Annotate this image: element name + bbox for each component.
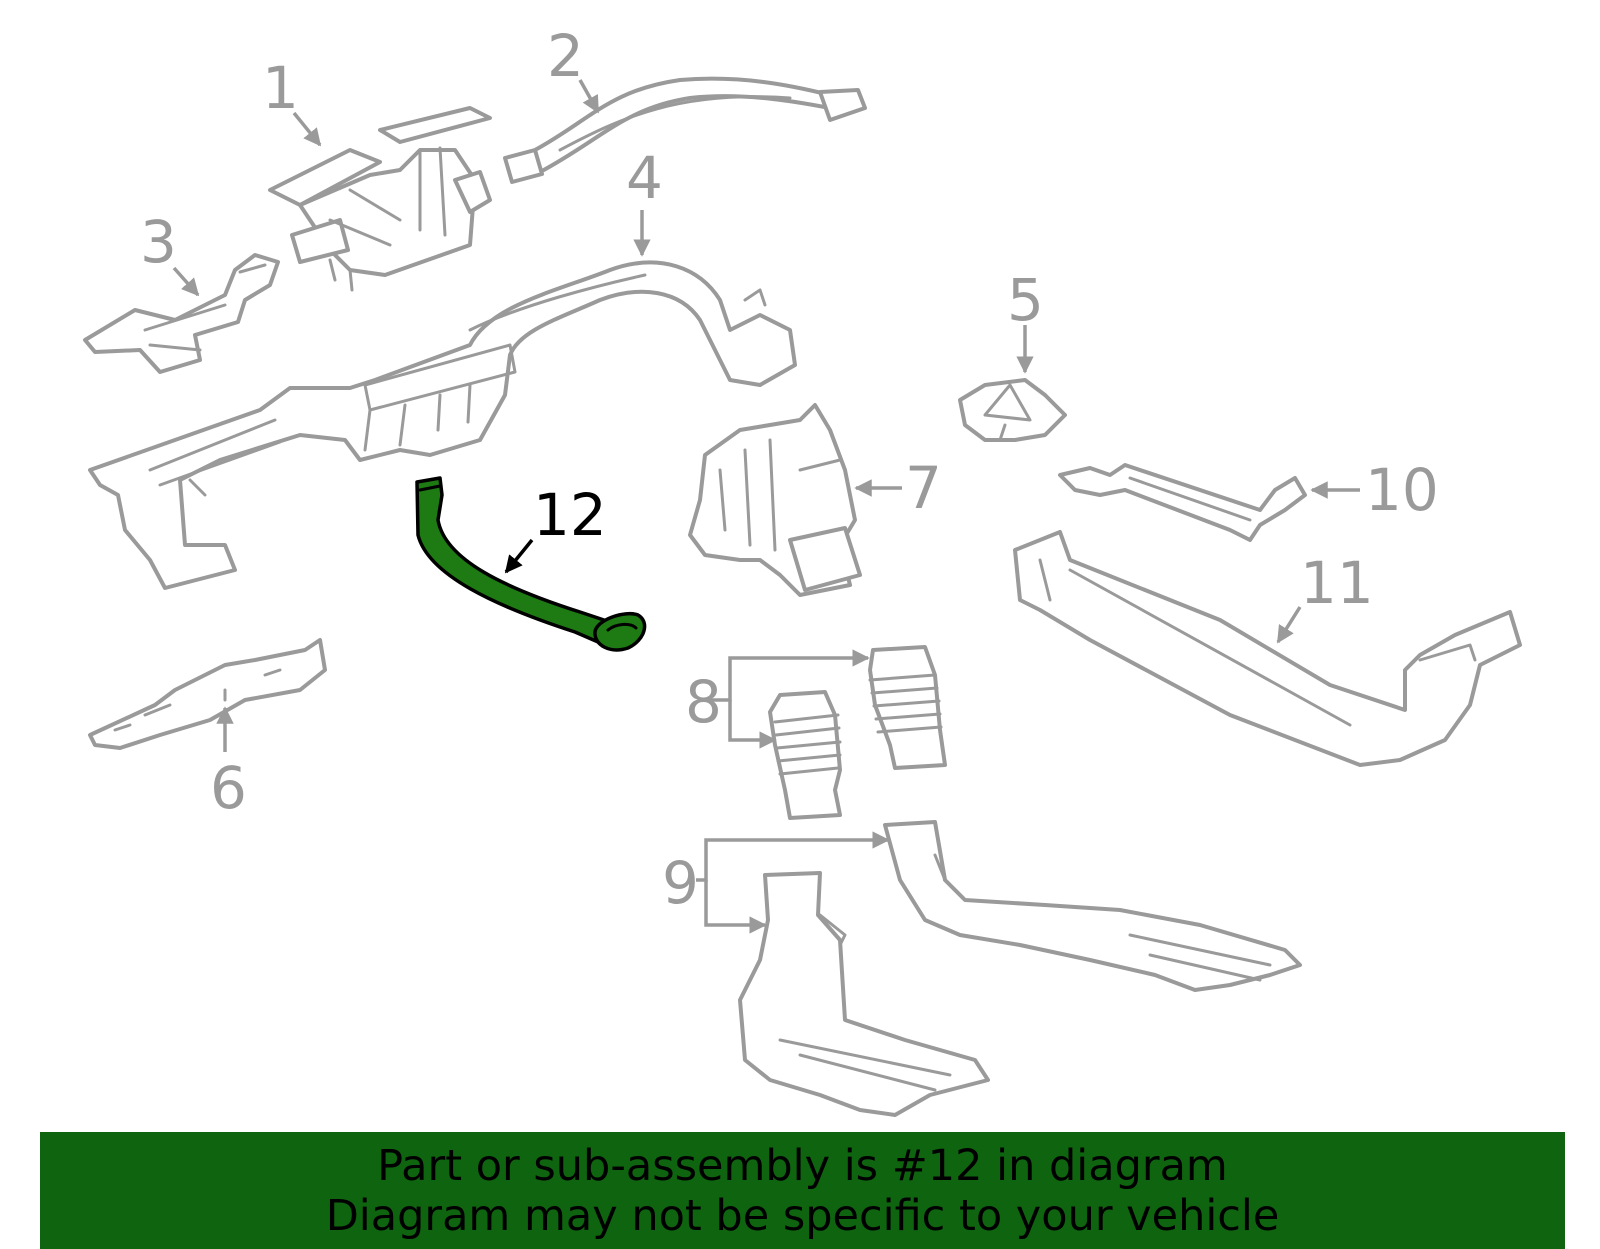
part-8-bellows-hoses <box>768 645 947 820</box>
callout-4: 4 <box>626 144 663 212</box>
part-4-main-duct <box>88 260 797 590</box>
info-banner: Part or sub-assembly is #12 in diagram D… <box>40 1132 1565 1249</box>
callout-10: 10 <box>1365 456 1439 524</box>
part-3-left-duct <box>83 253 280 374</box>
part-5-vent-adapter <box>958 378 1067 442</box>
leader-arrows <box>172 79 1360 934</box>
banner-line-1: Part or sub-assembly is #12 in diagram <box>377 1140 1228 1191</box>
callout-5: 5 <box>1007 266 1044 334</box>
callout-12: 12 <box>533 481 607 549</box>
banner-line-2: Diagram may not be specific to your vehi… <box>325 1190 1280 1241</box>
part-9-floor-ducts <box>738 820 1302 1117</box>
part-12-highlighted-duct <box>415 476 647 652</box>
callout-1: 1 <box>262 54 299 122</box>
part-10-bracket-duct <box>1058 463 1307 542</box>
callout-3: 3 <box>140 208 177 276</box>
callout-11: 11 <box>1300 549 1374 617</box>
callout-9: 9 <box>662 849 699 917</box>
part-7-blower-adapter <box>688 403 862 597</box>
part-2-side-duct <box>503 76 867 184</box>
callout-2: 2 <box>547 22 584 90</box>
part-6-lower-duct <box>88 638 327 750</box>
part-11-rear-duct <box>1013 530 1522 767</box>
callout-6: 6 <box>210 754 247 822</box>
callout-7: 7 <box>905 454 942 522</box>
part-1-center-vent-duct <box>268 106 492 292</box>
callout-8: 8 <box>685 668 722 736</box>
